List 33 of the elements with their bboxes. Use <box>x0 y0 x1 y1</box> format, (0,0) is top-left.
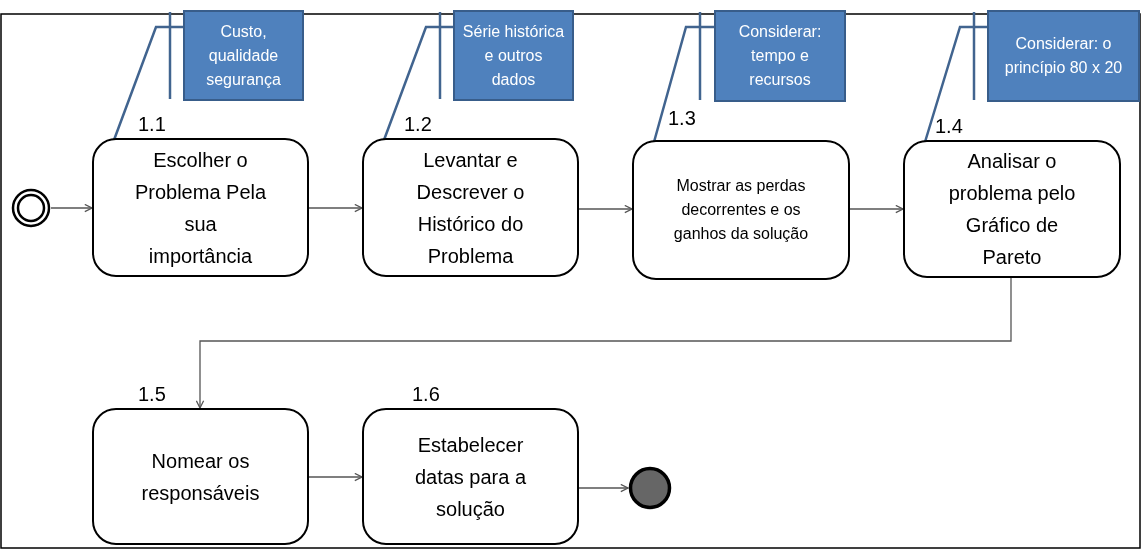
task-label: Levantar e Descrever o Histórico do Problema <box>415 147 526 269</box>
annotation-box <box>453 10 574 101</box>
flow-arrow <box>308 203 363 213</box>
annotation-text: Custo, qualidade segurança <box>205 21 282 90</box>
task-label: Mostrar as perdas decorrentes e os ganhos da solução <box>672 176 810 244</box>
step-number: 1.2 <box>404 112 432 137</box>
step-number: 1.6 <box>412 382 440 407</box>
flow-arrow <box>195 277 1012 409</box>
annotation-box <box>183 10 304 101</box>
annotation-text: Considerar: tempo e recursos <box>737 22 823 90</box>
flow-arrow <box>849 204 904 214</box>
step-number: 1.1 <box>138 112 166 137</box>
end-event-circle <box>628 466 672 510</box>
flow-arrow <box>50 203 93 213</box>
annotation-box <box>987 10 1140 102</box>
step-number: 1.5 <box>138 382 166 407</box>
flow-arrow <box>578 204 633 214</box>
task-label: Analisar o problema pelo Gráfico de Pareto <box>947 149 1077 270</box>
flow-arrow <box>578 483 629 493</box>
annotation-text: Considerar: o princípio 80 x 20 <box>1003 34 1124 78</box>
annotation-box <box>714 10 846 102</box>
leader-line <box>923 25 987 143</box>
leader-line <box>382 25 453 141</box>
step-number: 1.4 <box>935 114 963 139</box>
task-label: Nomear os responsáveis <box>140 448 261 506</box>
flow-arrow <box>308 472 363 482</box>
step-number: 1.3 <box>668 106 696 130</box>
leader-line <box>112 25 183 141</box>
task-label: Estabelecer datas para a solução <box>413 432 528 522</box>
start-event-circle <box>11 188 51 228</box>
task-label: Escolher o Problema Pela sua importância <box>133 147 268 269</box>
leader-line <box>652 25 714 143</box>
annotation-text: Série histórica e outros dados <box>461 21 566 90</box>
